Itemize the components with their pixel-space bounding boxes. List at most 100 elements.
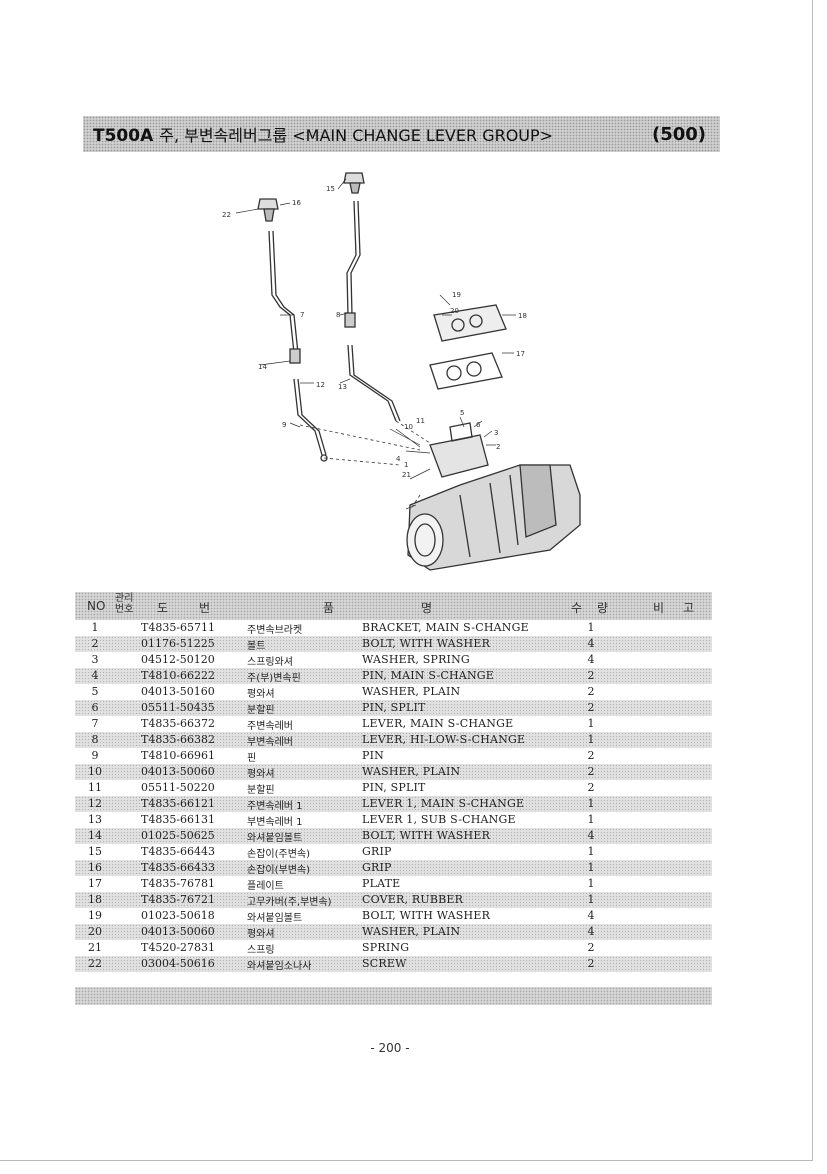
cell-korean-name: 분할핀: [247, 705, 275, 716]
grip-right-shape: [343, 172, 365, 184]
page-number: - 200 -: [370, 1041, 410, 1055]
header-mgmt-line2: 번호: [115, 604, 134, 615]
callout-label: 22: [222, 211, 231, 219]
cell-no: 18: [88, 893, 102, 906]
cell-part-code: 04512-50120: [141, 653, 215, 666]
grip-left-shape: [257, 198, 279, 210]
cell-english-name: GRIP: [362, 861, 392, 874]
cell-english-name: PIN, MAIN S-CHANGE: [362, 669, 494, 682]
cell-korean-name: 주변속레버 1: [247, 801, 303, 812]
cell-quantity: 1: [587, 861, 595, 874]
cell-korean-name: 분할핀: [247, 785, 275, 796]
cell-no: 15: [88, 845, 102, 858]
callout-label: 21: [402, 471, 411, 479]
cell-english-name: SPRING: [362, 941, 410, 954]
cell-quantity: 4: [587, 637, 595, 650]
cell-part-code: T4835-66121: [141, 797, 216, 810]
cell-part-code: 01025-50625: [141, 829, 215, 842]
callout-label: 8: [336, 311, 340, 319]
cell-part-code: 05511-50220: [141, 781, 215, 794]
header-qty-a: 수: [571, 601, 583, 615]
callout-label: 20: [450, 307, 459, 315]
cell-part-code: T4835-66372: [141, 717, 216, 730]
cell-english-name: COVER, RUBBER: [362, 893, 464, 906]
cell-no: 2: [91, 637, 99, 650]
cell-no: 5: [91, 685, 99, 698]
cell-english-name: WASHER, PLAIN: [362, 765, 461, 778]
cell-quantity: 1: [587, 877, 595, 890]
cell-no: 22: [88, 957, 102, 970]
cell-no: 11: [88, 781, 102, 794]
cell-english-name: WASHER, PLAIN: [362, 925, 461, 938]
cell-english-name: BRACKET, MAIN S-CHANGE: [362, 621, 529, 634]
cell-quantity: 2: [587, 765, 595, 778]
cell-part-code: T4835-76721: [141, 893, 216, 906]
cell-no: 14: [88, 829, 102, 842]
cell-english-name: PIN, SPLIT: [362, 781, 426, 794]
cell-part-code: 04013-50160: [141, 685, 215, 698]
callout-label: 7: [300, 311, 304, 319]
cell-korean-name: 손잡이(주변속): [247, 849, 311, 860]
cell-korean-name: 핀: [247, 753, 257, 764]
cell-no: 3: [91, 653, 99, 666]
cell-part-code: 03004-50616: [141, 957, 215, 970]
cell-part-code: T4835-66433: [141, 861, 216, 874]
cell-korean-name: 주변속브라켓: [247, 625, 303, 636]
cell-part-code: T4520-27831: [141, 941, 216, 954]
cell-korean-name: 와셔붙임볼트: [247, 913, 303, 924]
callout-label: 4: [396, 455, 401, 463]
cell-part-code: T4810-66961: [141, 749, 216, 762]
cell-quantity: 2: [587, 701, 595, 714]
table-header: NO 관리 번호 도 번 품 명 수 량 비 고: [75, 592, 712, 620]
cell-quantity: 2: [587, 669, 595, 682]
callout-label: 2: [496, 443, 500, 451]
cell-quantity: 2: [587, 749, 595, 762]
cell-english-name: BOLT, WITH WASHER: [362, 637, 491, 650]
callout-label: 15: [326, 185, 335, 193]
header-part-code-b: 번: [199, 601, 211, 615]
table-row: 4 T4810-66222 주(부)변속핀 PIN, MAIN S-CHANGE 2: [75, 668, 712, 684]
callout-label: 6: [476, 421, 481, 429]
header-part-code-a: 도: [157, 601, 169, 615]
cell-korean-name: 와셔붙임볼트: [247, 833, 303, 844]
cell-english-name: LEVER 1, MAIN S-CHANGE: [362, 797, 525, 810]
cell-part-code: T4835-66131: [141, 813, 216, 826]
callout-label: 19: [452, 291, 461, 299]
table-footer-bar: [75, 987, 712, 1005]
cell-english-name: SCREW: [362, 957, 407, 970]
cell-quantity: 1: [587, 733, 595, 746]
cell-no: 10: [88, 765, 102, 778]
callout-label: 12: [316, 381, 325, 389]
cell-no: 9: [91, 749, 99, 762]
cell-korean-name: 볼트: [247, 641, 266, 652]
cell-korean-name: 주(부)변속핀: [247, 673, 301, 684]
cell-part-code: T4810-66222: [141, 669, 216, 682]
cell-part-code: 05511-50435: [141, 701, 215, 714]
cell-korean-name: 평와셔: [247, 769, 275, 780]
page-border: [0, 0, 813, 1161]
cell-korean-name: 평와셔: [247, 929, 275, 940]
callout-label: 1: [404, 461, 408, 469]
cell-korean-name: 부변속레버: [247, 737, 293, 748]
cell-quantity: 4: [587, 925, 595, 938]
cell-part-code: T4835-66382: [141, 733, 216, 746]
cell-quantity: 1: [587, 621, 595, 634]
cell-quantity: 4: [587, 829, 595, 842]
cell-no: 13: [88, 813, 102, 826]
cell-no: 4: [91, 669, 99, 682]
cell-no: 21: [88, 941, 102, 954]
cell-part-code: 01023-50618: [141, 909, 215, 922]
